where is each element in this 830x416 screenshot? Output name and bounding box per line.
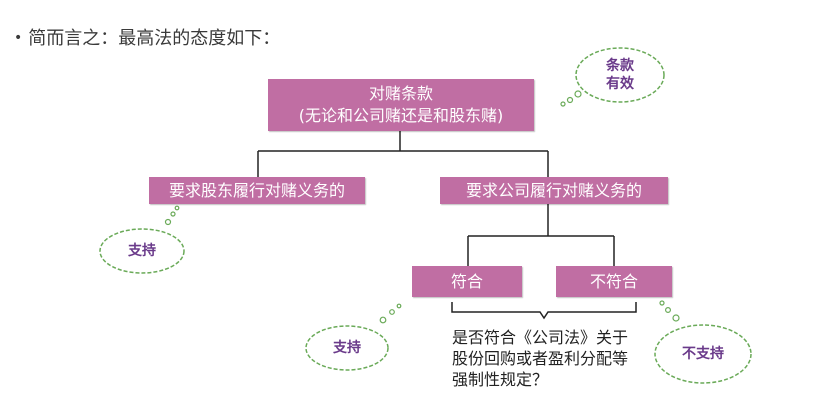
question-text: 是否符合《公司法》关于股份回购或者盈利分配等强制性规定？ [452, 328, 629, 389]
heading-text: 简而言之：最高法的态度如下： [28, 28, 281, 49]
cloud-bottom-left [305, 303, 402, 371]
root-box: 对赌条款 (无论和公司赌还是和股东赌) [268, 79, 534, 131]
cloud-bottom-right-label: 不支持 [682, 346, 724, 362]
fit-box: 符合 [412, 266, 522, 297]
not-fit-box: 不符合 [556, 266, 672, 297]
left-branch-box: 要求股东履行对赌义务的 [149, 177, 365, 204]
cloud-top-right-line1: 条款 [606, 58, 634, 74]
page-heading: • 简而言之：最高法的态度如下： [14, 24, 280, 50]
cloud-bottom-right [654, 300, 752, 384]
cloud-top-right [560, 47, 665, 107]
right-branch-box: 要求公司履行对赌义务的 [440, 177, 668, 204]
root-title: 对赌条款 [368, 84, 433, 103]
root-subtitle: (无论和公司赌还是和股东赌) [298, 106, 504, 125]
bracket-brace [451, 302, 637, 320]
cloud-top-right-label: 条款 有效 [596, 57, 644, 93]
cloud-left [99, 205, 185, 274]
cloud-top-right-line2: 有效 [606, 76, 634, 92]
cloud-bottom-left-label: 支持 [333, 340, 361, 356]
bullet-icon: • [14, 30, 23, 46]
cloud-left-label: 支持 [128, 243, 156, 259]
